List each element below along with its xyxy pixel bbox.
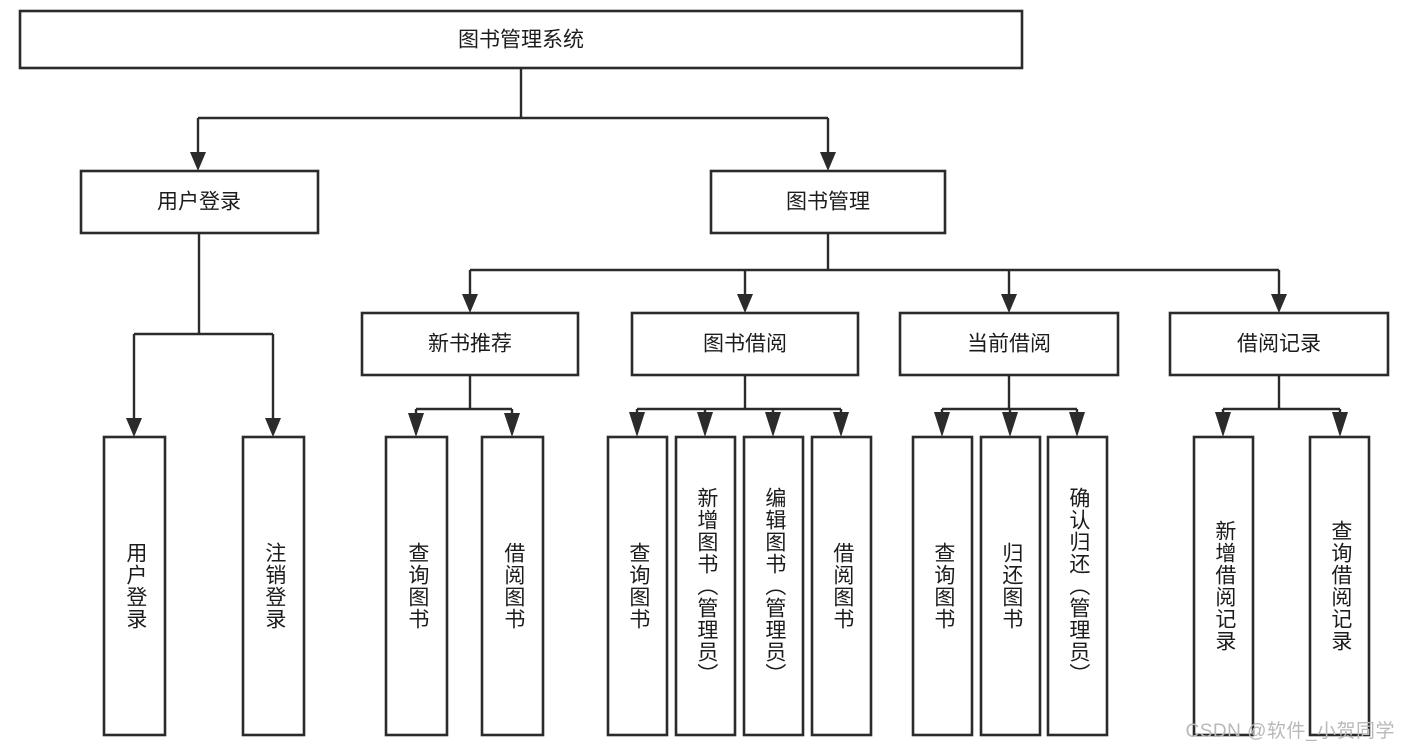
node-bb-add-book[interactable] <box>674 435 737 737</box>
arrow-head-bb-borrow-book <box>833 412 849 437</box>
node-book-manage-label: 图书管理 <box>786 191 870 214</box>
node-nb-borrow-book[interactable] <box>480 435 545 737</box>
node-new-book-recommend-label: 新书推荐 <box>428 333 512 356</box>
node-borrow-records-label: 借阅记录 <box>1237 333 1321 356</box>
arrow-head-new-book-recommend <box>462 294 478 313</box>
arrow-head-nb-query-book <box>408 413 424 437</box>
arrow-head-nb-borrow-book <box>504 413 520 437</box>
arrow-head-user-logout <box>265 418 281 437</box>
node-borrow-records[interactable] <box>1168 311 1390 377</box>
node-bb-query-book[interactable] <box>606 435 669 737</box>
arrow-head-bb-add-book <box>697 412 713 437</box>
arrow-head-br-add-record <box>1215 412 1231 437</box>
node-user-login-label: 用户登录 <box>157 191 241 214</box>
node-root[interactable] <box>18 9 1024 70</box>
node-new-book-recommend[interactable] <box>360 311 580 377</box>
node-cb-return-book[interactable] <box>979 435 1042 737</box>
node-br-add-record[interactable] <box>1192 435 1255 737</box>
node-book-borrow[interactable] <box>630 311 860 377</box>
node-bb-edit-book[interactable] <box>742 435 805 737</box>
node-layer: 图书管理系统 用户登录 图书管理 新书推荐 图书借阅 当前借阅 借阅记录 <box>18 9 1390 737</box>
node-bb-borrow-book[interactable] <box>810 435 873 737</box>
arrow-head-bb-query-book <box>629 412 645 437</box>
connector-layer <box>126 68 1348 437</box>
arrow-head-borrow-records <box>1271 294 1287 313</box>
node-br-query-record[interactable] <box>1308 435 1371 737</box>
node-book-manage[interactable] <box>709 169 947 235</box>
node-current-borrow-label: 当前借阅 <box>967 333 1051 356</box>
node-cb-query-book[interactable] <box>911 435 974 737</box>
node-user-logout[interactable] <box>241 435 306 737</box>
node-nb-query-book[interactable] <box>384 435 449 737</box>
arrow-head-br-query-record <box>1332 412 1348 437</box>
node-user-login-do[interactable] <box>102 435 167 737</box>
arrow-head-user-login-do <box>126 418 142 437</box>
arrow-head-bb-edit-book <box>765 412 781 437</box>
node-root-label: 图书管理系统 <box>458 29 584 52</box>
arrow-head-cb-return-book <box>1002 412 1018 437</box>
arrow-head-current-borrow <box>1001 294 1017 313</box>
node-current-borrow[interactable] <box>898 311 1120 377</box>
node-book-borrow-label: 图书借阅 <box>703 333 787 356</box>
arrow-head-user-login <box>190 152 206 171</box>
arrow-head-cb-query-book <box>934 412 950 437</box>
arrow-head-book-borrow <box>737 294 753 313</box>
arrow-head-book-manage <box>820 152 836 171</box>
arrow-head-cb-confirm-return <box>1069 412 1085 437</box>
node-user-login[interactable] <box>79 169 320 235</box>
csdn-watermark: CSDN @软件_小贺同学 <box>1185 721 1395 742</box>
node-cb-confirm-return[interactable] <box>1046 435 1109 737</box>
